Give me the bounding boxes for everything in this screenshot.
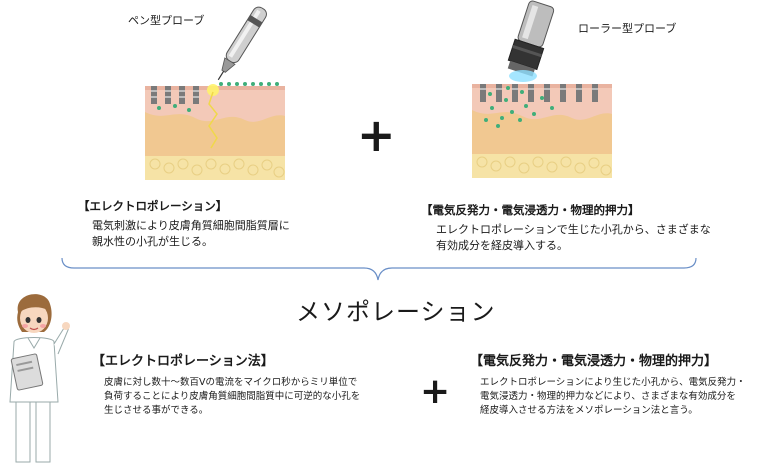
bottom-right-body-line-2: 電気浸透力・物理的押力などにより、さまざまな有効成分を (480, 391, 736, 402)
skin-cross-section-left (145, 82, 285, 180)
top-right-body-line-2: 有効成分を経皮導入する。 (436, 239, 568, 252)
top-left-body-line-1: 電気刺激により皮膚角質細胞間脂質層に (92, 219, 290, 232)
bottom-left-body-line-3: 生じさせる事ができる。 (104, 405, 209, 416)
bottom-left-body-line-1: 皮膚に対し数十～数百Vの電流をマイクロ秒からミリ単位で (104, 377, 358, 388)
plus-sign-top: + (357, 108, 396, 162)
bottom-left-body: 皮膚に対し数十～数百Vの電流をマイクロ秒からミリ単位で 負荷することにより皮膚角… (104, 376, 360, 418)
bottom-left-title: 【エレクトロポレーション法】 (92, 354, 274, 369)
nurse-illustration (9, 294, 70, 463)
top-left-body-line-2: 親水性の小孔が生じる。 (92, 235, 213, 248)
skin-cross-section-right (472, 84, 612, 178)
top-right-body: エレクトロポレーションで生じた小孔から、さまざまな 有効成分を経皮導入する。 (436, 222, 711, 254)
bottom-right-body-line-3: 経皮導入させる方法をメソポレーション法と言う。 (480, 405, 698, 416)
plus-sign-bottom: + (420, 371, 451, 412)
top-left-title: 【エレクトロポレーション】 (78, 199, 228, 213)
bottom-right-title: 【電気反発力・電気浸透力・物理的押力】 (470, 354, 718, 369)
roller-probe-label: ローラー型プローブ (578, 22, 677, 35)
pen-probe-illustration (217, 6, 267, 81)
main-title: メソポレーション (296, 298, 496, 326)
top-right-title: 【電気反発力・電気浸透力・物理的押力】 (421, 203, 640, 217)
curly-brace (61, 257, 697, 281)
top-left-body: 電気刺激により皮膚角質細胞間脂質層に 親水性の小孔が生じる。 (92, 218, 290, 250)
bottom-right-body-line-1: エレクトロポレーションにより生じた小孔から、電気反発力・ (480, 377, 746, 388)
top-right-body-line-1: エレクトロポレーションで生じた小孔から、さまざまな (436, 223, 711, 236)
bottom-left-body-line-2: 負荷することにより皮膚角質細胞間脂質中に可逆的な小孔を (104, 391, 361, 402)
roller-probe-illustration (507, 0, 555, 82)
pen-probe-label: ペン型プローブ (128, 14, 205, 27)
bottom-right-body: エレクトロポレーションにより生じた小孔から、電気反発力・ 電気浸透力・物理的押力… (480, 376, 746, 418)
